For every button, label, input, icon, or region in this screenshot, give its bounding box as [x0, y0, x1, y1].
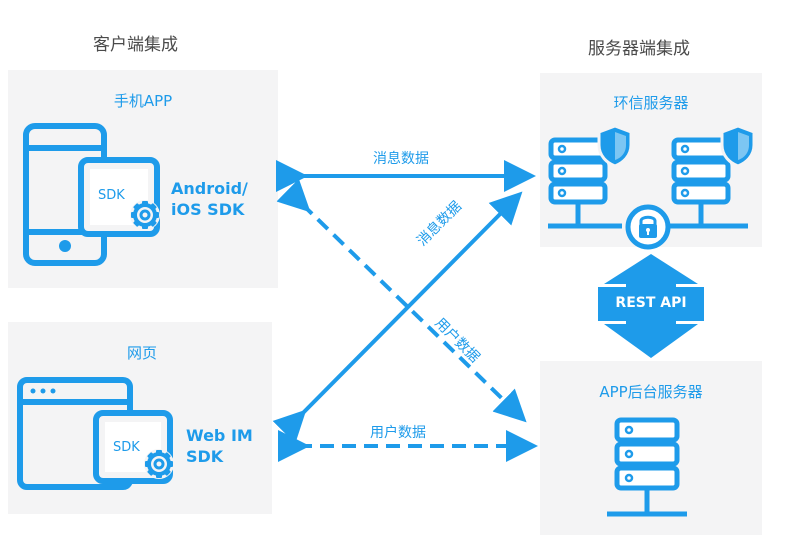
mobile-app-title: 手机APP [113, 92, 173, 110]
mobile-sdk-label: Android/ iOS SDK [171, 178, 248, 220]
web-page-title: 网页 [126, 344, 158, 362]
app-backend-title: APP后台服务器 [599, 383, 703, 401]
bottom-user-data-label: 用户数据 [370, 425, 426, 441]
huanxin-server-title: 环信服务器 [613, 94, 689, 112]
top-message-data-label: 消息数据 [373, 151, 429, 167]
server-integration-heading: 服务器端集成 [588, 39, 690, 59]
shield-icon [720, 124, 756, 168]
gear-icon [144, 449, 174, 479]
shield-icon [597, 124, 633, 168]
mobile-sdk-label-line2: iOS SDK [171, 200, 245, 219]
web-sdk-badge: SDK [113, 440, 140, 455]
web-sdk-label: Web IM SDK [186, 425, 253, 467]
client-integration-heading: 客户端集成 [93, 35, 178, 55]
web-sdk-label-line1: Web IM [186, 426, 253, 445]
lock-icon [625, 204, 671, 250]
rest-api-label: REST API [615, 295, 687, 311]
gear-icon [130, 200, 160, 230]
mobile-sdk-badge: SDK [98, 188, 125, 203]
mobile-sdk-label-line1: Android/ [171, 179, 248, 198]
web-sdk-label-line2: SDK [186, 447, 224, 466]
